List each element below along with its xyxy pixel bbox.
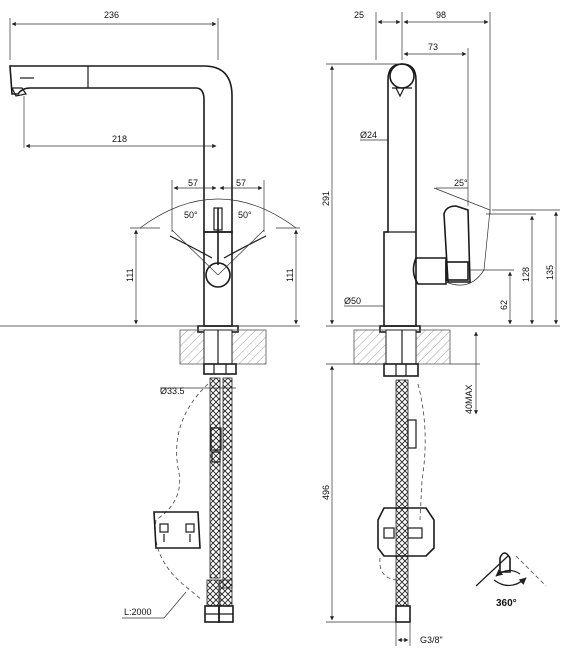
- side-counterweight: [377, 507, 435, 557]
- dim-side-mid: 73: [428, 42, 438, 52]
- dim-connection: G3/8": [420, 635, 443, 645]
- dim-handle-angle: 25°: [454, 178, 468, 188]
- front-fixing-nut: [203, 363, 237, 375]
- front-spout: [9, 65, 233, 233]
- front-counterweight: [153, 511, 201, 549]
- dim-hose-height: 496: [321, 485, 331, 500]
- dim-spout-reach: 236: [104, 10, 119, 20]
- dim-lever-height-1: 62: [499, 300, 509, 310]
- dim-side-top-left: 25: [354, 10, 364, 20]
- dim-angle-right: 50°: [238, 210, 252, 220]
- dim-lever-height-3: 135: [545, 265, 555, 280]
- front-pullout-hose: [154, 383, 209, 601]
- side-nozzle: [395, 87, 405, 98]
- angle-sweep: [139, 198, 297, 229]
- dim-body-diameter: Ø24: [360, 130, 377, 140]
- dim-max-thickness: 40MAX: [464, 384, 474, 414]
- side-spout-head: [389, 63, 415, 89]
- front-lever-top: [213, 207, 223, 231]
- side-handle-hub: [412, 257, 447, 285]
- dim-hose-length: L:2000: [124, 607, 152, 617]
- side-handle-cap: [445, 261, 469, 281]
- front-view: 236 218 57 57 50° 50° 111 111 Ø33.5 L:20…: [0, 10, 300, 623]
- dim-offset-left: 57: [188, 178, 198, 188]
- side-fixing-nut: [383, 363, 419, 377]
- spout-nozzle: [11, 87, 27, 97]
- dim-total-height: 291: [321, 191, 331, 206]
- dim-side-top-right: 98: [436, 10, 446, 20]
- dim-height-left: 111: [125, 268, 135, 282]
- front-hose-1: [209, 377, 221, 579]
- side-hose-fitting: [395, 605, 411, 623]
- rotation-label: 360°: [496, 598, 517, 609]
- dim-height-right: 111: [285, 268, 295, 282]
- angle-arc-right: [223, 235, 267, 259]
- front-hose-2: [222, 377, 233, 589]
- dim-angle-left: 50°: [184, 210, 198, 220]
- side-handle-lever: [443, 205, 471, 283]
- rotation-360-icon: 360°: [475, 552, 547, 609]
- side-pullout-hose: [417, 383, 426, 521]
- side-spout: [383, 63, 417, 327]
- dim-lever-height-2: 128: [521, 267, 531, 282]
- dim-spout-inner: 218: [112, 134, 127, 144]
- side-handle-sweep: [433, 187, 491, 286]
- side-view: 25 98 73 Ø24 25° 291 Ø50 62 128 135 40MA…: [321, 10, 560, 646]
- dim-nut-diameter: Ø33.5: [160, 386, 185, 396]
- side-hose: [395, 379, 409, 607]
- dim-offset-right: 57: [236, 178, 246, 188]
- angle-arc-left: [169, 235, 213, 259]
- dim-base-diameter: Ø50: [344, 296, 361, 306]
